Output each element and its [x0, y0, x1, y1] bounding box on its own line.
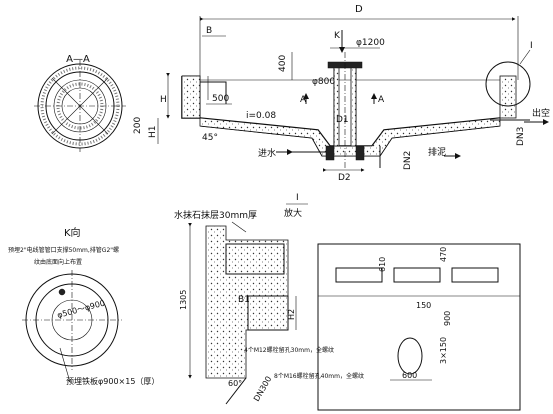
detail-slot-1 — [335, 267, 383, 283]
sludge-label: 排泥 — [428, 146, 446, 158]
pipe-800-label: φ800 — [312, 77, 335, 87]
detail-title-text: 放大 — [284, 207, 302, 219]
outlet-flange — [355, 145, 365, 161]
angle-45-label: 45° — [202, 133, 218, 143]
detail-dim-600: 600 — [402, 371, 417, 380]
detail-slope-line — [225, 377, 247, 405]
launder-left — [200, 81, 227, 104]
dim-500-label: 500 — [212, 94, 229, 104]
section-a-right-label: A — [378, 95, 385, 105]
dim-DN3-label: DN3 — [516, 127, 526, 146]
detail-callout-label: I — [530, 41, 533, 51]
outlet-label: 出空 — [532, 107, 550, 119]
dim-DN2-label: DN2 — [403, 151, 413, 170]
detail-dim-470: 470 — [439, 247, 448, 262]
k-view-note-1: 预埋2"电线管管口支撑50mm,排管G2"螺 — [8, 246, 119, 254]
detail-plaster-leader — [231, 221, 247, 233]
detail-dim-150: 150 — [416, 301, 431, 310]
section-aa-texture — [40, 66, 120, 146]
central-column-wall-left — [333, 65, 340, 147]
detail-elevation-outline — [317, 243, 521, 411]
detail-angle-60: 60° — [228, 379, 242, 388]
detail-callout-circle — [485, 61, 531, 107]
detail-i-view: I 放大 水抹石抹层30mm厚 B1 60° DN300 1305 H2 610… — [174, 193, 521, 411]
slope-label: i=0.08 — [246, 111, 276, 121]
dim-D1-label: D1 — [336, 115, 349, 125]
k-view-marker: K — [334, 31, 341, 41]
detail-plaster-note: 水抹石抹层30mm厚 — [174, 209, 257, 221]
section-a-left-label: A — [300, 95, 307, 105]
section-aa-texture-inner — [56, 82, 104, 130]
dim-D-extensions — [199, 16, 519, 80]
dim-H-label: H — [160, 95, 167, 105]
detail-slot-2 — [393, 267, 441, 283]
detail-B1-label: B1 — [238, 295, 250, 305]
detail-dn300-label: DN300 — [252, 375, 274, 403]
detail-bolt-note-1: 4个M12螺栓留孔30mm，全螺纹 — [244, 346, 334, 354]
inlet-label: 进水 — [258, 147, 276, 159]
tank-left-wall-section — [181, 75, 201, 119]
k-view: K向 预埋2"电线管管口支撑50mm,排管G2"螺 纹由底面向上布置 φ500～… — [8, 226, 159, 386]
detail-dim-1305-label: 1305 — [179, 290, 188, 310]
pipe-1200-label: φ1200 — [356, 38, 385, 48]
detail-dim-900: 900 — [443, 311, 452, 326]
central-column-wall-right — [350, 65, 357, 147]
detail-slot-3 — [451, 267, 499, 283]
dim-400-label: 400 — [278, 55, 288, 72]
detail-channel-cavity — [247, 295, 289, 331]
dim-200-label: 200 — [133, 117, 143, 134]
k-view-title: K向 — [64, 226, 81, 239]
detail-H2-label: H2 — [287, 309, 296, 320]
main-section-view: D B K φ1200 400 φ800 — [133, 4, 550, 183]
section-aa-cross-braces — [51, 77, 109, 135]
dim-B-label: B — [206, 26, 212, 36]
dim-D-label: D — [355, 4, 363, 15]
dim-H1-label: H1 — [148, 126, 158, 139]
detail-dim-3x150: 3×150 — [439, 337, 448, 364]
detail-title-num: I — [296, 193, 299, 203]
detail-bolt-note-2: 8个M16螺栓留孔40mm，全螺纹 — [274, 372, 364, 380]
detail-callout-leader — [519, 49, 531, 65]
k-view-plate-leader — [59, 347, 71, 383]
k-view-note-2: 纹由底面向上布置 — [34, 258, 82, 266]
dim-D2-label: D2 — [338, 173, 351, 183]
tank-right-wall-section — [499, 75, 517, 119]
section-aa-view: A—A — [34, 54, 126, 152]
inlet-flange — [325, 145, 335, 161]
k-view-centerlines — [22, 270, 122, 370]
detail-oval-opening — [397, 337, 423, 375]
k-view-plate-note: 预埋铁板φ900×15（厚） — [66, 376, 159, 386]
section-aa-title: A—A — [66, 54, 90, 65]
detail-dim-610: 610 — [378, 257, 387, 272]
detail-launder-cavity — [225, 243, 285, 275]
k-view-conduit-hole — [58, 288, 66, 296]
tank-floor-section — [199, 117, 501, 157]
